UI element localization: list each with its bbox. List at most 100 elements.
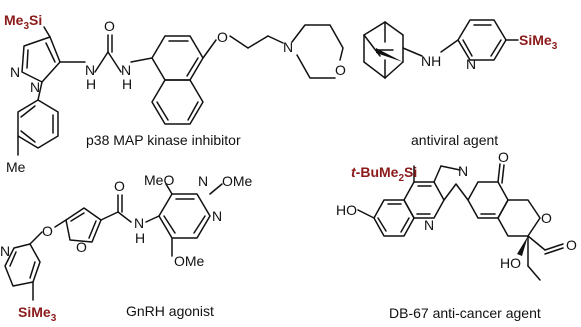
gnrh-caption: GnRH agonist (126, 303, 214, 319)
antiviral-caption: antiviral agent (411, 132, 498, 148)
ring-c (440, 165, 461, 171)
naphthalene-double-bond (156, 101, 169, 121)
methoxy-bond (209, 183, 223, 195)
ether-o-label: O (217, 29, 228, 45)
pyrazole-n2-label: N (30, 79, 40, 95)
furan-o-label: O (76, 239, 87, 255)
tolyl-ring (17, 99, 59, 149)
methoxy-3-label: OMe (174, 253, 205, 269)
pyrazole-n1-label: N (10, 64, 20, 80)
pyridine-n-label: N (0, 243, 10, 259)
hydroxy-wedge (517, 236, 528, 256)
lactam-n-label: N (458, 163, 468, 179)
amide-h-label: H (135, 230, 145, 246)
ethyl-bond (527, 265, 541, 281)
lactone-ring-e (497, 199, 541, 237)
quinoline-ring-b (403, 181, 445, 219)
urea-nh1-h-label: H (86, 76, 96, 92)
adamantane-wedge (376, 48, 403, 62)
pyridine-double-bond (29, 261, 36, 279)
pyrimidine-double-bond (193, 215, 206, 234)
pyridone-ring-d (467, 181, 509, 219)
amide-bond (117, 211, 132, 223)
antiviral-structure: NH N SiMe3 antiviral agent (363, 19, 558, 148)
keto-o-label: O (498, 149, 509, 165)
lactone-bond (527, 235, 546, 251)
naphthalene-double-bond (186, 57, 199, 77)
ester-carbonyl-bond (544, 243, 564, 251)
amine-nh-label: NH (421, 53, 441, 69)
urea-bond (107, 51, 122, 73)
adamantane-bond (363, 21, 386, 36)
amide-bond (100, 211, 119, 221)
p38-silyl-label: Me3Si (4, 12, 42, 32)
pyrimidine-n-top-label: N (198, 173, 208, 189)
methoxy-bond (165, 183, 173, 195)
pyridine-ring (457, 19, 507, 61)
pyrimidine-ring (158, 193, 211, 239)
ring-c (433, 165, 442, 183)
pyrazole-double-bond (26, 49, 29, 69)
keto-bond (501, 164, 505, 184)
pyrimidine-double-bond (163, 215, 176, 234)
quinoline-n-label: N (424, 217, 434, 233)
ring-a-double-bond (377, 217, 387, 232)
gnrh-structure: MeO OMe N N OMe N H O O O N SiMe3 GnRH a… (0, 172, 253, 324)
antiviral-silyl-label: SiMe3 (519, 32, 558, 52)
pyridine-double-bond (9, 251, 17, 267)
urea-nh1-label: N (85, 62, 95, 78)
morpholine-ring (296, 54, 336, 79)
amine-bond (402, 47, 423, 57)
ethyl-bond (247, 35, 269, 49)
urea-bond (130, 57, 153, 63)
adamantane-bond (363, 61, 386, 79)
keto-bond (497, 163, 501, 183)
quinoline-ring-a (373, 199, 415, 237)
furan-ring (65, 207, 102, 243)
methoxy-1-label: MeO (144, 172, 174, 188)
ether-bond (202, 39, 217, 59)
silyl-bond (43, 26, 51, 38)
furan-double-bond (70, 212, 85, 222)
carbonyl-o-label: O (104, 18, 115, 34)
naphthalene-ring (151, 79, 204, 125)
phenol-ho-label: HO (336, 202, 357, 218)
ether-bond (54, 219, 67, 228)
pyridine-n-label: N (466, 56, 476, 72)
morpholine-o-label: O (335, 62, 346, 78)
ester-carbonyl-bond (544, 247, 564, 255)
aryl-bond (37, 81, 43, 101)
p38-structure: Me3Si N N N H N H O O N O Me p38 MAP kin… (4, 12, 346, 175)
amide-o-label: O (114, 178, 125, 194)
adamantane-bond (384, 21, 404, 36)
pyrazole-double-bond (45, 42, 56, 63)
adamantane-bond (384, 61, 404, 79)
urea-bond (94, 51, 109, 73)
ether-bond (229, 35, 249, 49)
pyridine-ring (4, 243, 41, 287)
methylene-bond (440, 39, 459, 53)
urea-nh2-h-label: H (122, 76, 132, 92)
naphthalene-double-bond (187, 101, 199, 121)
pyrimidine-n-right-label: N (212, 208, 222, 224)
ring-o-label: O (541, 210, 552, 226)
pyridine-double-bond (490, 39, 502, 57)
link-o-label: O (42, 223, 53, 239)
db67-caption: DB-67 anti-cancer agent (389, 305, 541, 321)
methyl-label: Me (6, 159, 26, 175)
ether-bond (29, 231, 43, 245)
p38-caption: p38 MAP kinase inhibitor (86, 132, 241, 148)
tolyl-double-bond (20, 105, 36, 118)
db67-structure: t-BuMe2Si HO N N O O HO O DB-67 anti-can… (336, 149, 577, 321)
naphthalene-ring (151, 35, 204, 81)
urea-nh2-label: N (121, 62, 131, 78)
furan-double-bond (88, 220, 97, 239)
morpholine-ring (291, 24, 344, 61)
ring-a-double-bond (400, 217, 410, 233)
tertiary-ho-label: HO (500, 255, 521, 271)
morpholine-n-label: N (283, 39, 293, 55)
gnrh-silyl-label: SiMe3 (18, 304, 57, 324)
ester-o-label: O (566, 237, 577, 253)
methoxy-2-label: OMe (222, 173, 253, 189)
